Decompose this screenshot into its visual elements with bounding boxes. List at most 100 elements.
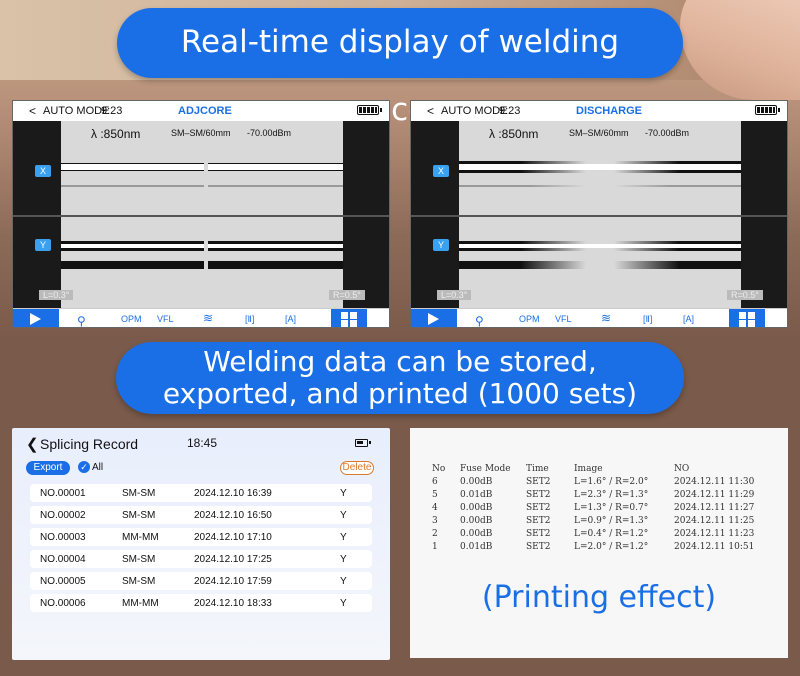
fiber-view: λ :850nm SM–SM/60mm -70.00dBm X Y bbox=[411, 121, 787, 309]
fiber-panel-x: λ :850nm SM–SM/60mm -70.00dBm bbox=[61, 121, 343, 215]
back-arrow-icon[interactable]: ❮ bbox=[26, 436, 39, 453]
battery-icon bbox=[357, 105, 382, 115]
record-row[interactable]: NO.00003 MM-MM 2024.12.10 17:10 Y bbox=[30, 528, 372, 546]
print-fuse: 0.00dB bbox=[460, 503, 493, 513]
record-flag: Y bbox=[340, 576, 347, 587]
print-datetime: 2024.12.11 11:23 bbox=[674, 529, 755, 539]
stage-title: DISCHARGE bbox=[576, 105, 643, 117]
export-button[interactable]: Export bbox=[26, 461, 70, 475]
x-axis-badge: X bbox=[433, 165, 449, 177]
grid-menu-icon[interactable] bbox=[729, 309, 765, 327]
print-datetime: 2024.12.11 10:51 bbox=[674, 542, 755, 552]
record-mode: SM-SM bbox=[122, 576, 156, 587]
record-flag: Y bbox=[340, 554, 347, 565]
record-row[interactable]: NO.00006 MM-MM 2024.12.10 18:33 Y bbox=[30, 594, 372, 612]
right-angle-label: R=0.5° bbox=[329, 290, 365, 300]
print-fuse: 0.01dB bbox=[460, 542, 493, 552]
print-fuse: 0.00dB bbox=[460, 477, 493, 487]
check-icon[interactable]: ✓ bbox=[78, 461, 90, 473]
print-no: 5 bbox=[432, 490, 438, 500]
toolbar-auto[interactable]: [A] bbox=[285, 314, 297, 324]
heater-icon[interactable]: ≋ bbox=[203, 311, 214, 325]
record-datetime: 2024.12.10 17:59 bbox=[194, 576, 272, 587]
toolbar-opm[interactable]: OPM bbox=[519, 314, 540, 324]
print-time: SET2 bbox=[526, 503, 551, 513]
record-row[interactable]: NO.00005 SM-SM 2024.12.10 17:59 Y bbox=[30, 572, 372, 590]
splicer-screen-discharge: < AUTO MODE 9:23 DISCHARGE λ :850nm SM–S… bbox=[410, 100, 788, 328]
print-no: 2 bbox=[432, 529, 438, 539]
view-divider bbox=[13, 215, 389, 217]
search-icon[interactable]: ⚲ bbox=[475, 314, 484, 328]
grid-menu-icon[interactable] bbox=[331, 309, 367, 327]
fiber-left-y-core bbox=[61, 244, 204, 248]
record-mode: SM-SM bbox=[122, 488, 156, 499]
fiber-right-x-shadow bbox=[208, 185, 343, 187]
banner-storage-line1: Welding data can be stored, bbox=[203, 345, 597, 378]
record-datetime: 2024.12.10 16:50 bbox=[194, 510, 272, 521]
print-image: L=2.3° / R=1.3° bbox=[574, 490, 649, 500]
print-time: SET2 bbox=[526, 529, 551, 539]
battery-icon bbox=[755, 105, 780, 115]
record-datetime: 2024.12.10 18:33 bbox=[194, 598, 272, 609]
play-icon[interactable] bbox=[411, 309, 457, 327]
record-mode: SM-SM bbox=[122, 510, 156, 521]
screen-toolbar: ⚲ OPM VFL ≋ [Ⅱ] [A] bbox=[411, 308, 787, 328]
record-title: Splicing Record bbox=[40, 436, 139, 452]
fiber-discharge-y-lower bbox=[459, 261, 741, 269]
time-label: 9:23 bbox=[101, 105, 123, 117]
print-preview: No Fuse Mode Time Image NO 6 0.00dB SET2… bbox=[410, 428, 788, 658]
print-no: 4 bbox=[432, 503, 438, 513]
search-icon[interactable]: ⚲ bbox=[77, 314, 86, 328]
view-divider bbox=[411, 215, 787, 217]
record-row[interactable]: NO.00002 SM-SM 2024.12.10 16:50 Y bbox=[30, 506, 372, 524]
record-no: NO.00003 bbox=[40, 532, 86, 543]
wavelength-label: λ :850nm bbox=[489, 127, 539, 141]
record-row[interactable]: NO.00004 SM-SM 2024.12.10 17:25 Y bbox=[30, 550, 372, 568]
record-datetime: 2024.12.10 17:10 bbox=[194, 532, 272, 543]
record-datetime: 2024.12.10 17:25 bbox=[194, 554, 272, 565]
banner-storage-line2: exported, and printed (1000 sets) bbox=[162, 377, 638, 410]
splicing-record-screen: ❮ Splicing Record 18:45 Export ✓ All Del… bbox=[12, 428, 390, 660]
record-mode: MM-MM bbox=[122, 532, 159, 543]
screen-header: < AUTO MODE 9:23 ADJCORE bbox=[13, 101, 389, 121]
toolbar-auto[interactable]: [A] bbox=[683, 314, 695, 324]
toolbar-vfl[interactable]: VFL bbox=[555, 314, 572, 324]
x-axis-badge: X bbox=[35, 165, 51, 177]
toolbar-vfl[interactable]: VFL bbox=[157, 314, 174, 324]
select-all-label[interactable]: All bbox=[92, 462, 104, 473]
fiber-mode-label: SM–SM/60mm bbox=[171, 128, 231, 138]
record-no: NO.00004 bbox=[40, 554, 86, 565]
stage-title: ADJCORE bbox=[178, 105, 232, 117]
toolbar-opm[interactable]: OPM bbox=[121, 314, 142, 324]
record-flag: Y bbox=[340, 598, 347, 609]
print-image: L=1.3° / R=0.7° bbox=[574, 503, 649, 513]
record-mode: MM-MM bbox=[122, 598, 159, 609]
print-datetime: 2024.12.11 11:27 bbox=[674, 503, 755, 513]
record-flag: Y bbox=[340, 488, 347, 499]
fiber-discharge-x-core bbox=[459, 164, 741, 170]
heater-icon[interactable]: ≋ bbox=[601, 311, 612, 325]
delete-button[interactable]: Delete bbox=[340, 461, 374, 475]
play-icon[interactable] bbox=[13, 309, 59, 327]
print-image: L=0.4° / R=1.2° bbox=[574, 529, 649, 539]
record-flag: Y bbox=[340, 532, 347, 543]
print-header-time: Time bbox=[526, 464, 549, 474]
splicer-screen-adjcore: < AUTO MODE 9:23 ADJCORE λ :850nm SM–SM/… bbox=[12, 100, 390, 328]
right-angle-label: R=0.5° bbox=[727, 290, 763, 300]
toolbar-pause[interactable]: [Ⅱ] bbox=[643, 314, 653, 324]
print-no: 6 bbox=[432, 477, 438, 487]
toolbar-pause[interactable]: [Ⅱ] bbox=[245, 314, 255, 324]
print-fuse: 0.00dB bbox=[460, 516, 493, 526]
back-arrow-icon[interactable]: < bbox=[29, 104, 37, 118]
wavelength-label: λ :850nm bbox=[91, 127, 141, 141]
record-row[interactable]: NO.00001 SM-SM 2024.12.10 16:39 Y bbox=[30, 484, 372, 502]
record-datetime: 2024.12.10 16:39 bbox=[194, 488, 272, 499]
print-header-no: No bbox=[432, 464, 446, 474]
print-image: L=2.0° / R=1.2° bbox=[574, 542, 649, 552]
fiber-discharge-x-shadow bbox=[459, 185, 741, 187]
time-label: 9:23 bbox=[499, 105, 521, 117]
fiber-panel-y bbox=[61, 217, 343, 309]
fiber-discharge-y-core bbox=[459, 244, 741, 248]
back-arrow-icon[interactable]: < bbox=[427, 104, 435, 118]
record-mode: SM-SM bbox=[122, 554, 156, 565]
